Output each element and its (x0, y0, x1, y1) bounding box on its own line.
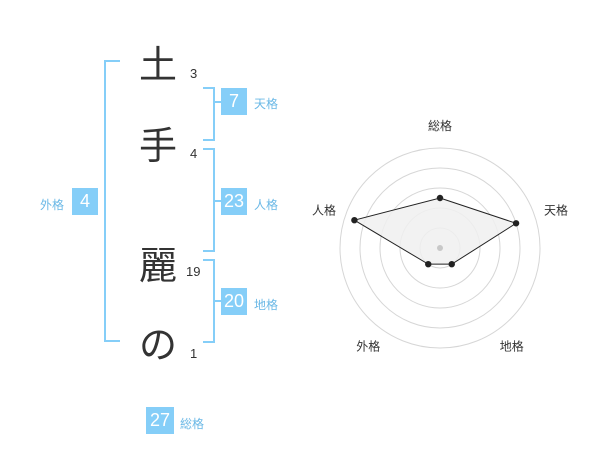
name-char-4: の (139, 323, 178, 367)
gaikaku-label: 外格 (40, 198, 65, 212)
name-char-2: 手 (139, 124, 178, 168)
jinkaku-label: 人格 (254, 198, 279, 212)
soukaku-label: 総格 (180, 417, 205, 431)
chikaku-connector (213, 300, 221, 302)
radar-point-5 (351, 216, 358, 224)
radar-axis-label-5: 人格 (312, 202, 336, 217)
radar-axis-label-3: 地格 (500, 339, 524, 354)
chikaku-value: 20 (221, 288, 247, 315)
stroke-count-4: 1 (190, 346, 198, 361)
radar-point-1 (436, 194, 444, 202)
radar-center-dot (437, 245, 443, 251)
stroke-count-3: 19 (186, 264, 201, 279)
soukaku-value: 27 (146, 407, 174, 434)
jinkaku-connector (213, 200, 221, 202)
name-char-1: 土 (139, 43, 178, 87)
radar-axis-label-1: 総格 (428, 118, 452, 133)
stroke-count-2: 4 (190, 146, 198, 161)
name-char-3: 麗 (139, 244, 178, 288)
radar-ring (379, 187, 501, 309)
radar-ring (359, 167, 521, 329)
radar-data-area (353, 197, 518, 265)
tenkaku-bracket (203, 87, 215, 141)
tenkaku-label: 天格 (254, 97, 279, 111)
radar-point-2 (512, 220, 520, 227)
radar-point-3 (448, 260, 455, 268)
tenkaku-connector (213, 101, 221, 103)
radar-axis-label-2: 天格 (544, 202, 568, 217)
radar-ring (339, 147, 541, 349)
chikaku-label: 地格 (254, 298, 279, 312)
radar-points (351, 194, 520, 268)
radar-axis-label-4: 外格 (356, 339, 380, 354)
radar-point-4 (425, 260, 432, 268)
tenkaku-value: 7 (221, 88, 247, 115)
gaikaku-bracket (104, 60, 120, 342)
jinkaku-value: 23 (221, 188, 247, 215)
gaikaku-value: 4 (72, 188, 98, 215)
stroke-count-1: 3 (190, 66, 198, 81)
